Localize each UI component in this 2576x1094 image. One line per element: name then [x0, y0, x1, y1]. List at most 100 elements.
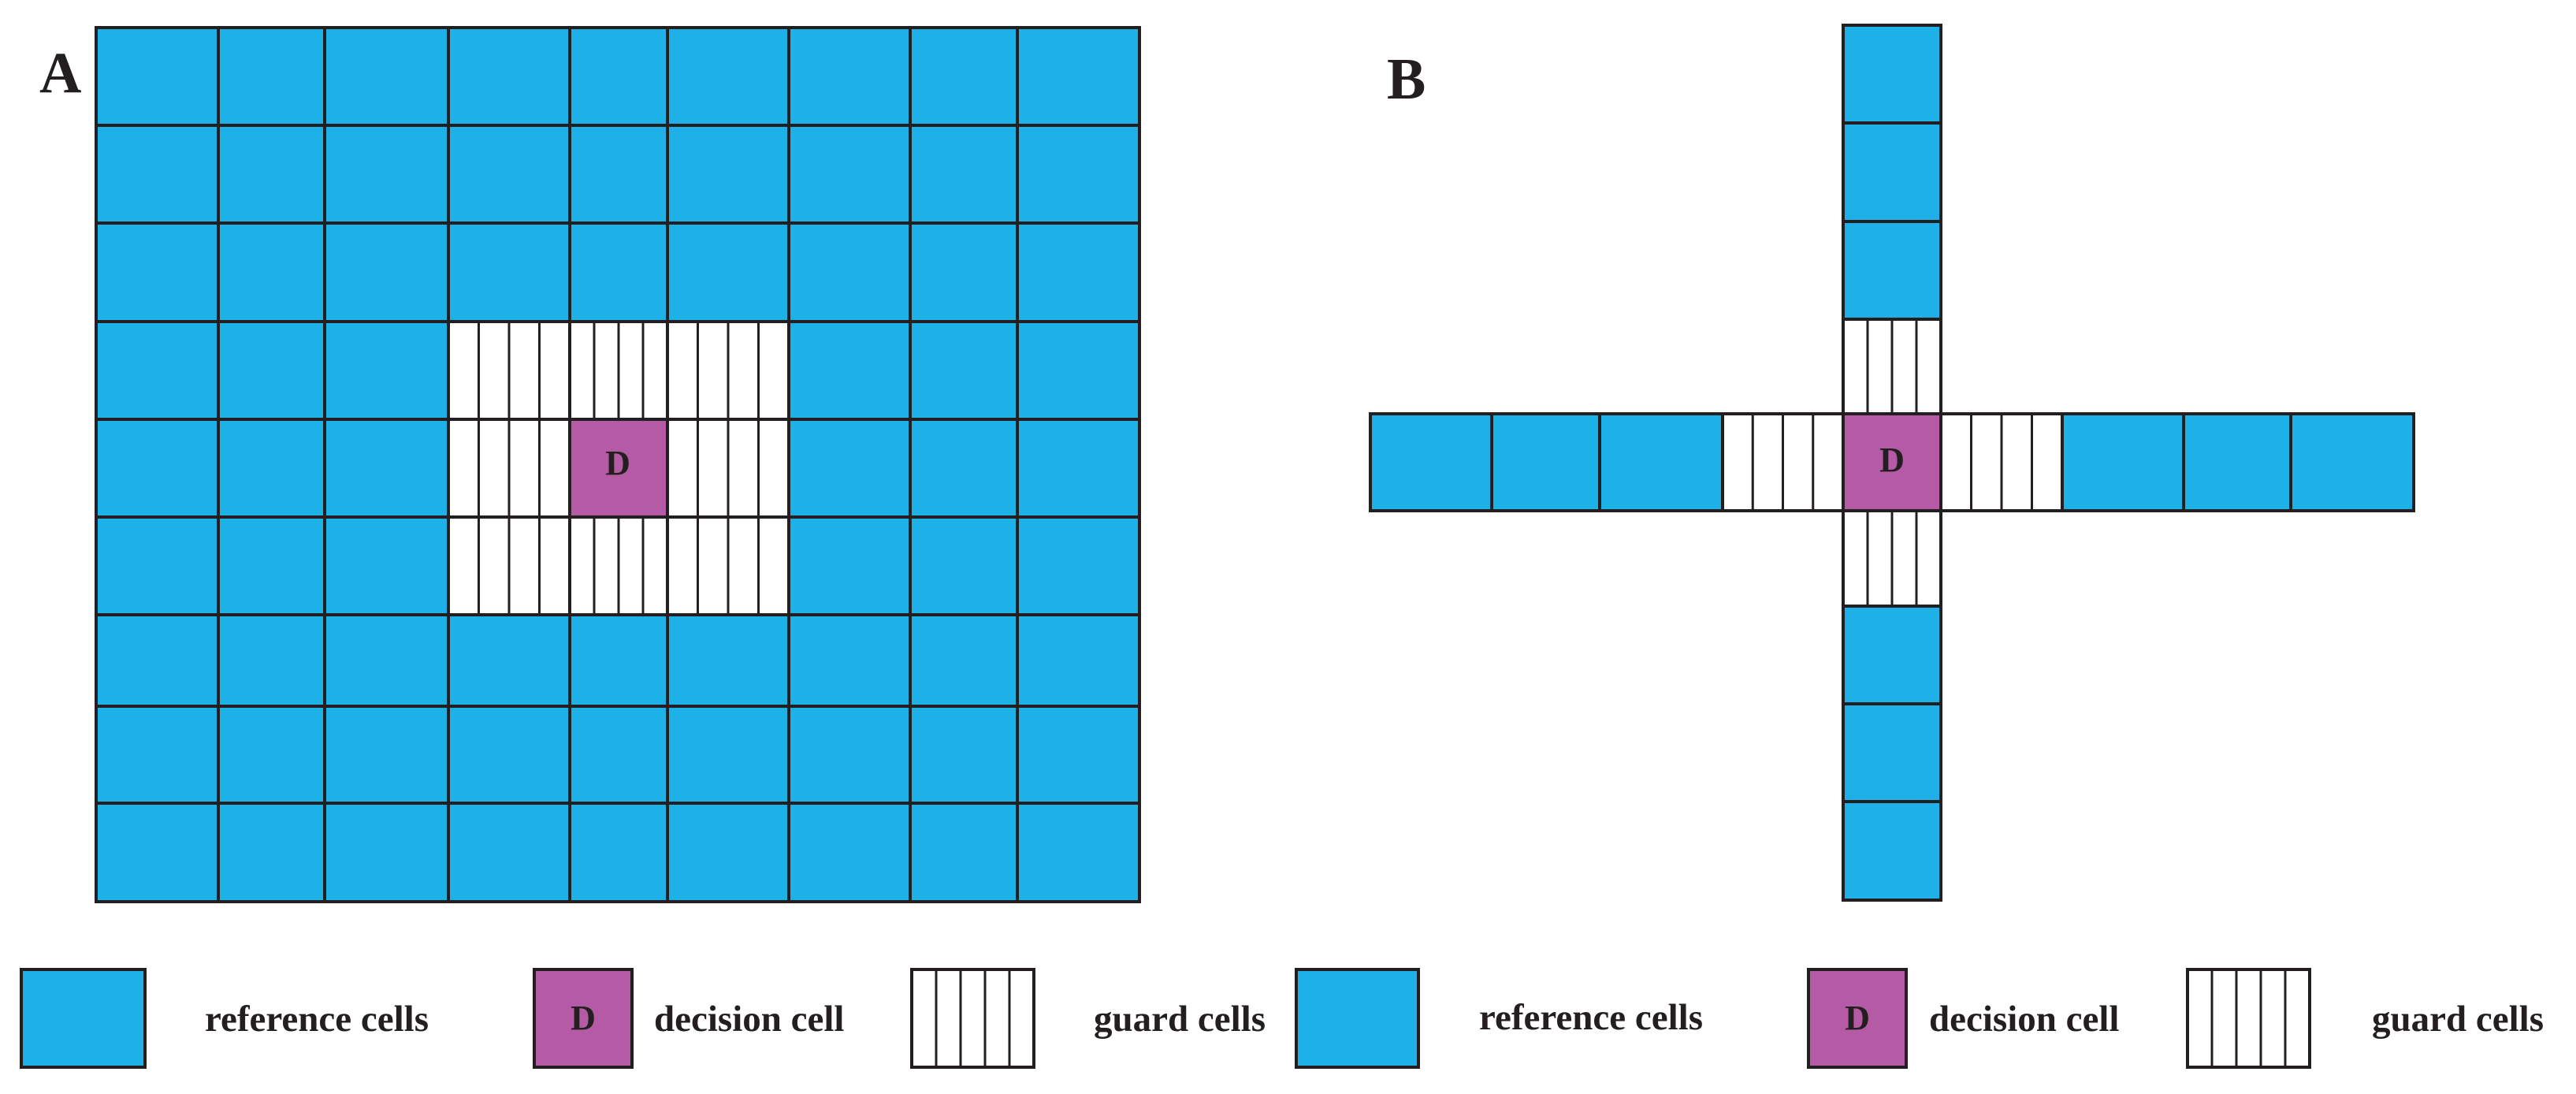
reference-cell — [909, 613, 1019, 708]
reference-cell — [447, 802, 571, 903]
reference-cell — [323, 418, 450, 519]
panel-a-decision-label: D — [605, 444, 630, 482]
reference-cell — [217, 418, 326, 519]
reference-cell — [323, 124, 450, 225]
reference-cell — [666, 705, 790, 805]
reference-cell — [217, 221, 326, 323]
reference-cell — [447, 613, 571, 708]
reference-cell — [568, 221, 669, 323]
reference-cell — [1842, 702, 1942, 803]
reference-cell — [95, 221, 220, 323]
reference-cell — [447, 221, 571, 323]
legend-decision-label: decision cell — [654, 999, 845, 1040]
reference-cell — [1016, 705, 1141, 805]
reference-cell — [787, 124, 912, 225]
legend-decision-swatch — [1807, 968, 1908, 1069]
reference-cell — [666, 26, 790, 127]
legend-decision-swatch — [533, 968, 634, 1069]
reference-cell — [909, 802, 1019, 903]
reference-cell — [1842, 220, 1942, 321]
reference-cell — [909, 26, 1019, 127]
reference-cell — [909, 320, 1019, 421]
reference-cell — [909, 221, 1019, 323]
reference-cell — [568, 705, 669, 805]
reference-cell — [447, 26, 571, 127]
panel-b-cross — [1369, 24, 2415, 902]
reference-cell — [217, 705, 326, 805]
reference-cell — [1842, 121, 1942, 223]
reference-cell — [2061, 412, 2185, 512]
reference-cell — [323, 613, 450, 708]
reference-cell — [323, 705, 450, 805]
reference-cell — [217, 613, 326, 708]
reference-cell — [787, 802, 912, 903]
reference-cell — [323, 26, 450, 127]
reference-cell — [1016, 320, 1141, 421]
reference-cell — [909, 124, 1019, 225]
reference-cell — [217, 26, 326, 127]
reference-cell — [217, 320, 326, 421]
reference-cell — [1490, 412, 1601, 512]
reference-cell — [1016, 221, 1141, 323]
reference-cell — [568, 26, 669, 127]
reference-cell — [95, 418, 220, 519]
legend-guard-swatch — [910, 968, 1035, 1069]
reference-cell — [323, 515, 450, 616]
reference-cell — [1598, 412, 1724, 512]
reference-cell — [1016, 418, 1141, 519]
legend-reference-label: reference cells — [1479, 997, 1703, 1038]
panel-a-label: A — [39, 41, 81, 106]
reference-cell — [909, 705, 1019, 805]
panel-b-label: B — [1387, 47, 1426, 112]
reference-cell — [2289, 412, 2415, 512]
reference-cell — [323, 221, 450, 323]
reference-cell — [217, 802, 326, 903]
reference-cell — [1016, 515, 1141, 616]
reference-cell — [1369, 412, 1493, 512]
reference-cell — [1016, 613, 1141, 708]
reference-cell — [95, 802, 220, 903]
panel-a-grid — [95, 26, 1141, 903]
reference-cell — [787, 705, 912, 805]
reference-cell — [787, 221, 912, 323]
reference-cell — [787, 320, 912, 421]
reference-cell — [95, 124, 220, 225]
legend-right: reference cells D decision cell guard ce… — [1295, 968, 2544, 1069]
legend-reference-label: reference cells — [205, 999, 429, 1040]
legend-decision-label: decision cell — [1929, 999, 2120, 1040]
reference-cell — [95, 26, 220, 127]
reference-cell — [666, 221, 790, 323]
reference-cell — [909, 418, 1019, 519]
reference-cell — [1842, 605, 1942, 705]
reference-cell — [568, 802, 669, 903]
reference-cell — [95, 705, 220, 805]
reference-cell — [95, 613, 220, 708]
reference-cell — [95, 320, 220, 421]
reference-cell — [217, 124, 326, 225]
reference-cell — [95, 515, 220, 616]
legend-reference-swatch — [20, 968, 147, 1069]
reference-cell — [1016, 26, 1141, 127]
reference-cell — [666, 613, 790, 708]
reference-cell — [1016, 124, 1141, 225]
reference-cell — [909, 515, 1019, 616]
reference-cell — [568, 124, 669, 225]
reference-cell — [323, 320, 450, 421]
reference-cell — [787, 613, 912, 708]
legend-decision-symbol: D — [571, 999, 596, 1037]
reference-cell — [1842, 24, 1942, 125]
reference-cell — [787, 26, 912, 127]
reference-cell — [787, 515, 912, 616]
reference-cell — [217, 515, 326, 616]
legend-reference-swatch — [1295, 968, 1420, 1069]
reference-cell — [1016, 802, 1141, 903]
legend-left: reference cells D decision cell guard ce… — [20, 968, 1266, 1069]
reference-cell — [1842, 800, 1942, 902]
reference-cell — [787, 418, 912, 519]
legend-guard-swatch — [2186, 968, 2311, 1069]
reference-cell — [2182, 412, 2292, 512]
reference-cell — [666, 124, 790, 225]
legend-guard-label: guard cells — [2372, 999, 2544, 1040]
legend-decision-symbol: D — [1845, 999, 1870, 1037]
